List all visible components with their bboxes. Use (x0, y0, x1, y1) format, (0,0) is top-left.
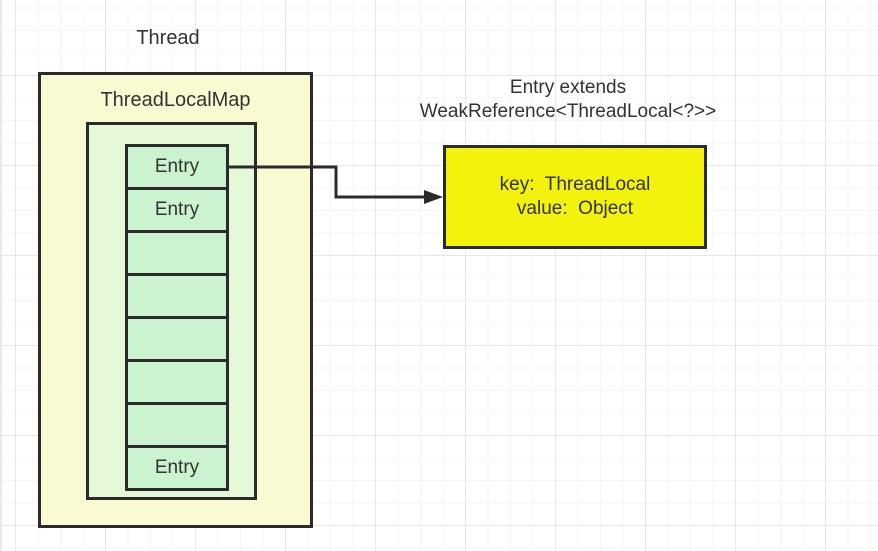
thread-label: Thread (136, 27, 200, 49)
entry-cell (125, 316, 229, 362)
detail-key-line: key: ThreadLocal (499, 174, 651, 195)
annotation-line-1: Entry extends (509, 77, 627, 98)
threadlocalmap-title: ThreadLocalMap (100, 89, 251, 111)
entry-detail-box: key: ThreadLocal value: Object (443, 145, 707, 249)
entry-cell (125, 273, 229, 319)
entry-cell: Entry (125, 187, 229, 233)
entry-cell (125, 402, 229, 448)
reference-arrow-head (424, 190, 443, 204)
entry-cell (125, 359, 229, 405)
detail-value-line: value: Object (516, 198, 634, 219)
annotation-line-2: WeakReference<ThreadLocal<?>> (419, 101, 717, 122)
entry-cell-label: Entry (154, 199, 200, 220)
entry-cell-label: Entry (154, 156, 200, 177)
entry-cell: Entry (125, 144, 229, 190)
canvas-left-edge (0, 0, 2, 551)
entry-annotation: Entry extends WeakReference<ThreadLocal<… (400, 76, 736, 124)
entry-stack: Entry Entry Entry (125, 144, 229, 491)
entry-cell (125, 230, 229, 276)
entry-cell-label: Entry (154, 457, 200, 478)
entry-cell: Entry (125, 445, 229, 491)
